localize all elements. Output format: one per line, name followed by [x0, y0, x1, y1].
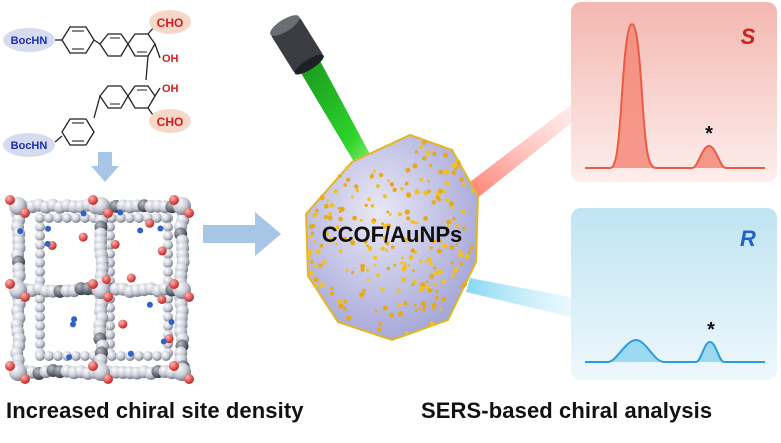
cho-top-label: CHO: [157, 16, 184, 30]
phenyl-ring-bottom: [61, 118, 95, 146]
caption-left: Increased chiral site density: [6, 398, 304, 423]
peak-marker-r: *: [707, 319, 715, 341]
cho-top-highlight: [149, 10, 191, 34]
cho-bottom-label: CHO: [157, 115, 184, 129]
spectrum-panel-s: * S: [571, 2, 777, 182]
naphthalene-top: [99, 33, 129, 57]
spectrum-trace-r: [585, 338, 765, 363]
particle-label: CCOF/AuNPs: [322, 222, 463, 247]
ccof-framework-model: [5, 195, 194, 384]
oh-top-label: OH: [162, 53, 179, 65]
cho-bottom-highlight: [149, 109, 191, 133]
bochn-bottom-highlight: [3, 133, 55, 157]
laser-source-icon: [270, 15, 324, 75]
gold-nanoparticles: [307, 140, 475, 335]
enantiomer-label-s: S: [741, 24, 756, 49]
scattered-light-r: [466, 278, 586, 320]
naphthalene-bottom: [99, 85, 129, 109]
bochn-top-highlight: [3, 28, 55, 52]
spectrum-trace-s: [585, 22, 765, 169]
enantiomer-label-r: R: [740, 226, 756, 251]
bochn-top-label: BocHN: [11, 35, 48, 47]
ccof-aunp-particle: CCOF/AuNPs: [304, 133, 480, 342]
binaphthol-linker-molecule: BocHN CHO OH OH CHO BocHN: [3, 10, 191, 157]
spectrum-panel-r: * R: [571, 208, 777, 380]
oh-bottom-label: OH: [162, 83, 179, 95]
caption-right: SERS-based chiral analysis: [421, 398, 713, 423]
down-arrow-icon: [91, 152, 119, 182]
bochn-bottom-label: BocHN: [11, 140, 48, 152]
scattered-light-s: [462, 102, 585, 204]
peak-marker-s: *: [705, 123, 713, 145]
right-arrow-icon: [203, 212, 281, 256]
